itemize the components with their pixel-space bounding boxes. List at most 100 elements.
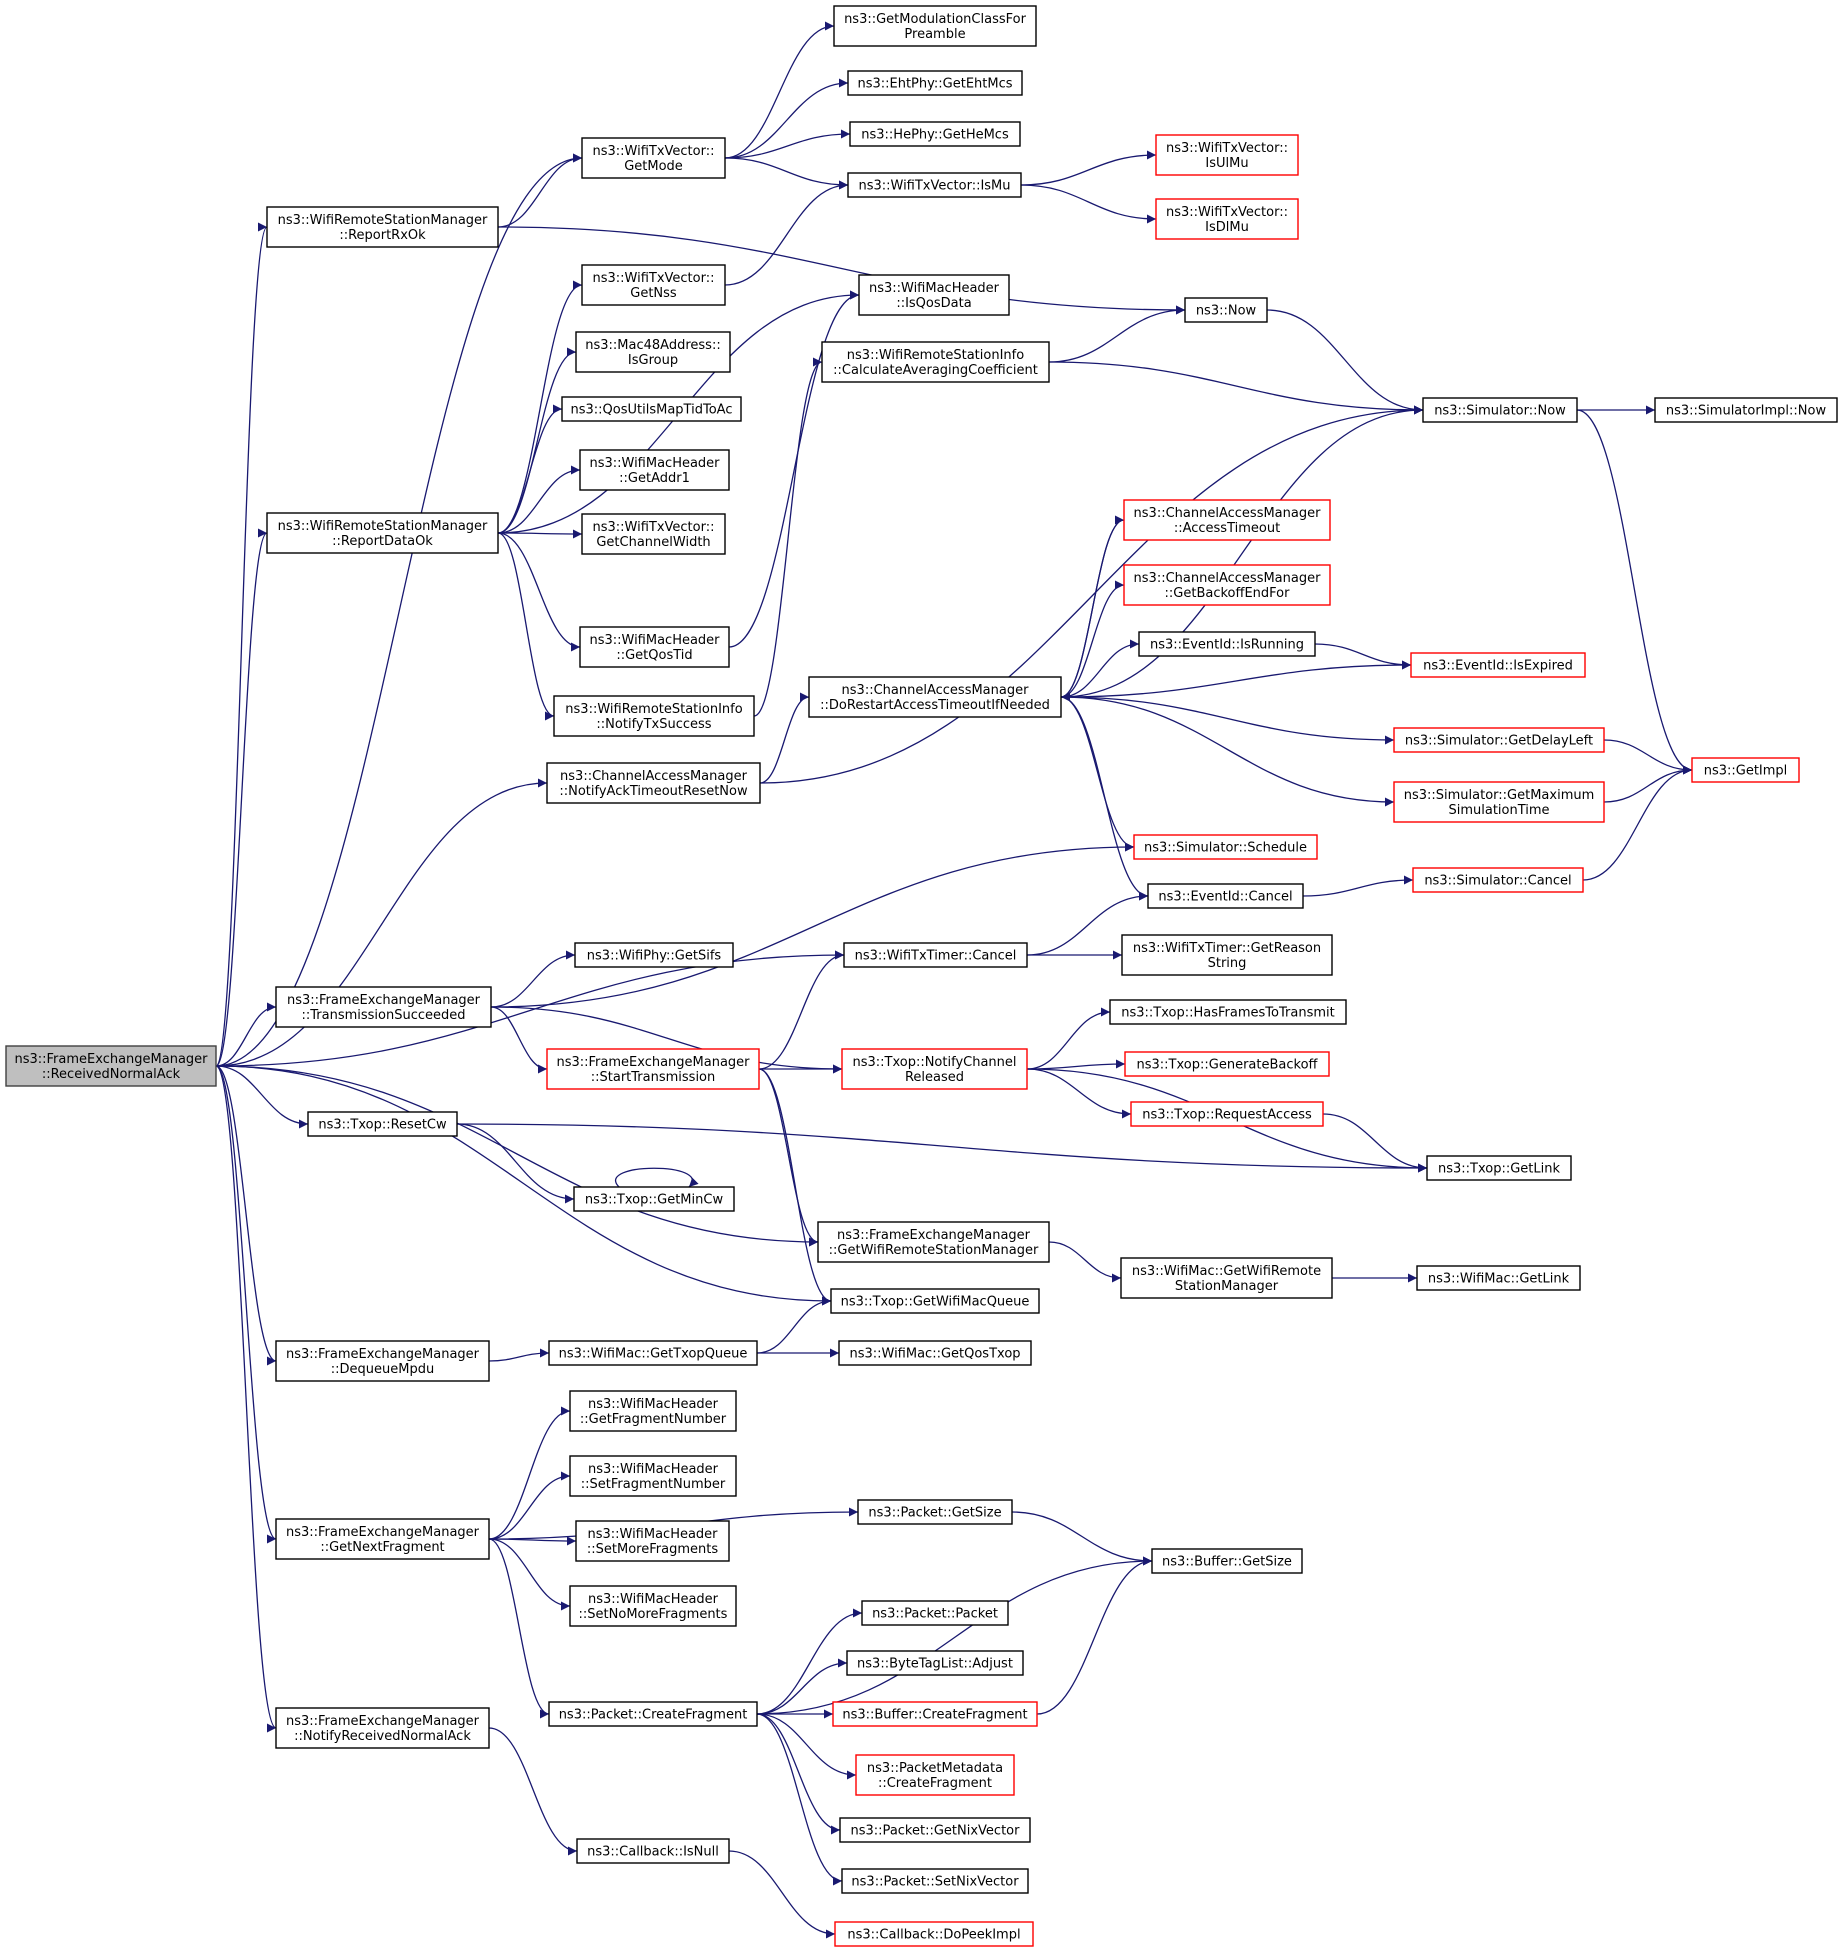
node-label: ::NotifyTxSuccess — [596, 717, 711, 732]
edge-pktCreateFrag-to-pktPacket — [756, 1608, 863, 1715]
node-isRunning[interactable]: ns3::EventId::IsRunning — [1138, 631, 1316, 657]
node-label: ns3::Txop::ResetCw — [318, 1118, 447, 1133]
node-ehtMcs[interactable]: ns3::EhtPhy::GetEhtMcs — [847, 70, 1023, 96]
node-label: Released — [905, 1070, 964, 1085]
node-box — [275, 1518, 490, 1560]
node-genBackoff[interactable]: ns3::Txop::GenerateBackoff — [1124, 1051, 1330, 1077]
node-getQosTxop[interactable]: ns3::WifiMac::GetQosTxop — [838, 1340, 1032, 1366]
node-getFragNum[interactable]: ns3::WifiMacHeader::GetFragmentNumber — [569, 1390, 737, 1432]
node-getTxopQueue[interactable]: ns3::WifiMac::GetTxopQueue — [548, 1340, 758, 1366]
node-box — [843, 942, 1028, 968]
node-isUlMu[interactable]: ns3::WifiTxVector::IsUlMu — [1155, 134, 1299, 176]
node-isGroup[interactable]: ns3::Mac48Address::IsGroup — [575, 331, 731, 373]
node-pktGetSize[interactable]: ns3::Packet::GetSize — [857, 1499, 1013, 1525]
node-qosMap[interactable]: ns3::QosUtilsMapTidToAc — [561, 396, 742, 422]
node-reportDataOk[interactable]: ns3::WifiRemoteStationManager::ReportDat… — [266, 512, 499, 554]
node-getDelayLeft[interactable]: ns3::Simulator::GetDelayLeft — [1393, 727, 1605, 753]
edge-doRestart-to-isRunning — [1060, 639, 1140, 698]
edge-eventCancel-to-simCancel — [1302, 875, 1414, 897]
node-simCancel[interactable]: ns3::Simulator::Cancel — [1412, 867, 1584, 893]
node-reportRxOk[interactable]: ns3::WifiRemoteStationManager::ReportRxO… — [266, 206, 499, 248]
node-label: ns3::ChannelAccessManager — [560, 769, 748, 784]
edge-notifyChReleased-to-genBackoff — [1026, 1059, 1126, 1070]
node-notifyRecvAck[interactable]: ns3::FrameExchangeManager::NotifyReceive… — [275, 1707, 490, 1749]
node-box — [817, 1221, 1050, 1263]
node-calcAvg[interactable]: ns3::WifiRemoteStationInfo::CalculateAve… — [821, 341, 1050, 383]
node-label: ns3::Simulator::Cancel — [1424, 874, 1571, 889]
node-getWrsm[interactable]: ns3::FrameExchangeManager::GetWifiRemote… — [817, 1221, 1050, 1263]
node-setFragNum[interactable]: ns3::WifiMacHeader::SetFragmentNumber — [569, 1455, 737, 1497]
node-macGetLink[interactable]: ns3::WifiMac::GetLink — [1416, 1265, 1581, 1291]
node-resetCw[interactable]: ns3::Txop::ResetCw — [307, 1111, 458, 1137]
node-schedule[interactable]: ns3::Simulator::Schedule — [1133, 834, 1318, 860]
node-notifyTxSuccess[interactable]: ns3::WifiRemoteStationInfo::NotifyTxSucc… — [553, 695, 755, 737]
node-getAddr1[interactable]: ns3::WifiMacHeader::GetAddr1 — [579, 449, 730, 491]
node-label: ns3::WifiMacHeader — [588, 1462, 719, 1477]
node-box — [1130, 1101, 1324, 1127]
node-label: ns3::FrameExchangeManager — [556, 1055, 750, 1070]
node-getMode[interactable]: ns3::WifiTxVector::GetMode — [581, 137, 726, 179]
node-getSifs[interactable]: ns3::WifiPhy::GetSifs — [574, 942, 734, 968]
node-doRestart[interactable]: ns3::ChannelAccessManager::DoRestartAcce… — [808, 676, 1062, 718]
node-isDlMu[interactable]: ns3::WifiTxVector::IsDlMu — [1155, 198, 1299, 240]
node-box — [838, 1340, 1032, 1366]
node-label: ns3::WifiRemoteStationManager — [278, 213, 488, 228]
node-box — [5, 1045, 217, 1087]
edge-getDelayLeft-to-getImpl — [1603, 739, 1693, 775]
node-getQosTid[interactable]: ns3::WifiMacHeader::GetQosTid — [579, 626, 730, 668]
node-box — [832, 1701, 1038, 1727]
node-setNoMoreFrag[interactable]: ns3::WifiMacHeader::SetNoMoreFragments — [569, 1585, 737, 1627]
node-label: ns3::EventId::IsExpired — [1423, 659, 1573, 674]
node-simNow[interactable]: ns3::Simulator::Now — [1422, 397, 1578, 423]
node-label: GetNss — [630, 286, 677, 301]
node-accessTimeout[interactable]: ns3::ChannelAccessManager::AccessTimeout — [1123, 499, 1331, 541]
node-eventCancel[interactable]: ns3::EventId::Cancel — [1147, 883, 1304, 909]
node-label: StationManager — [1175, 1279, 1279, 1294]
node-now[interactable]: ns3::Now — [1184, 297, 1268, 323]
node-setNix[interactable]: ns3::Packet::SetNixVector — [841, 1868, 1029, 1894]
node-byteTagAdjust[interactable]: ns3::ByteTagList::Adjust — [846, 1650, 1024, 1676]
node-getChWidth[interactable]: ns3::WifiTxVector::GetChannelWidth — [581, 513, 726, 555]
node-requestAccess[interactable]: ns3::Txop::RequestAccess — [1130, 1101, 1324, 1127]
node-pktPacket[interactable]: ns3::Packet::Packet — [861, 1600, 1009, 1626]
node-root[interactable]: ns3::FrameExchangeManager::ReceivedNorma… — [5, 1045, 217, 1087]
node-getMinCw[interactable]: ns3::Txop::GetMinCw — [573, 1186, 735, 1212]
node-notifyAckTimeout[interactable]: ns3::ChannelAccessManager::NotifyAckTime… — [546, 762, 761, 804]
node-label: ::GetQosTid — [616, 648, 692, 663]
node-isQosData[interactable]: ns3::WifiMacHeader::IsQosData — [858, 274, 1010, 316]
node-setMoreFrag[interactable]: ns3::WifiMacHeader::SetMoreFragments — [575, 1520, 730, 1562]
node-bufGetSize[interactable]: ns3::Buffer::GetSize — [1151, 1548, 1303, 1574]
node-isExpired[interactable]: ns3::EventId::IsExpired — [1410, 652, 1586, 678]
node-hasFrames[interactable]: ns3::Txop::HasFramesToTransmit — [1109, 999, 1347, 1025]
node-pktCreateFrag[interactable]: ns3::Packet::CreateFragment — [548, 1701, 758, 1727]
node-isMu[interactable]: ns3::WifiTxVector::IsMu — [847, 172, 1022, 198]
node-macGetWrsm[interactable]: ns3::WifiMac::GetWifiRemoteStationManage… — [1120, 1257, 1333, 1299]
edge-doRestart-to-getMaxSim — [1060, 696, 1395, 807]
node-getNextFrag[interactable]: ns3::FrameExchangeManager::GetNextFragme… — [275, 1518, 490, 1560]
node-simImplNow[interactable]: ns3::SimulatorImpl::Now — [1654, 397, 1838, 423]
node-label: ::GetBackoffEndFor — [1165, 586, 1291, 601]
node-dequeueMpdu[interactable]: ns3::FrameExchangeManager::DequeueMpdu — [275, 1340, 490, 1382]
node-txSucceeded[interactable]: ns3::FrameExchangeManager::TransmissionS… — [275, 986, 492, 1028]
node-startTx[interactable]: ns3::FrameExchangeManager::StartTransmis… — [546, 1048, 760, 1090]
node-box — [581, 137, 726, 179]
node-bufCreateFrag[interactable]: ns3::Buffer::CreateFragment — [832, 1701, 1038, 1727]
edge-startTx-to-getWrsm — [758, 1068, 819, 1247]
node-doPeek[interactable]: ns3::Callback::DoPeekImpl — [834, 1921, 1034, 1947]
edge-accessTimeout-to-doRestart — [1060, 519, 1125, 702]
node-getImpl[interactable]: ns3::GetImpl — [1691, 757, 1800, 783]
node-getNss[interactable]: ns3::WifiTxVector::GetNss — [581, 264, 726, 306]
node-txTimerCancel[interactable]: ns3::WifiTxTimer::Cancel — [843, 942, 1028, 968]
edge-isMu-to-isUlMu — [1020, 150, 1157, 186]
node-heMcs[interactable]: ns3::HePhy::GetHeMcs — [849, 121, 1021, 147]
node-cbIsNull[interactable]: ns3::Callback::IsNull — [576, 1838, 730, 1864]
node-getLink[interactable]: ns3::Txop::GetLink — [1426, 1155, 1572, 1181]
node-getNix[interactable]: ns3::Packet::GetNixVector — [839, 1817, 1031, 1843]
node-getBackoffEnd[interactable]: ns3::ChannelAccessManager::GetBackoffEnd… — [1123, 564, 1331, 606]
node-getWifiMacQueue[interactable]: ns3::Txop::GetWifiMacQueue — [830, 1288, 1040, 1314]
node-metaCreateFrag[interactable]: ns3::PacketMetadata::CreateFragment — [855, 1754, 1015, 1796]
